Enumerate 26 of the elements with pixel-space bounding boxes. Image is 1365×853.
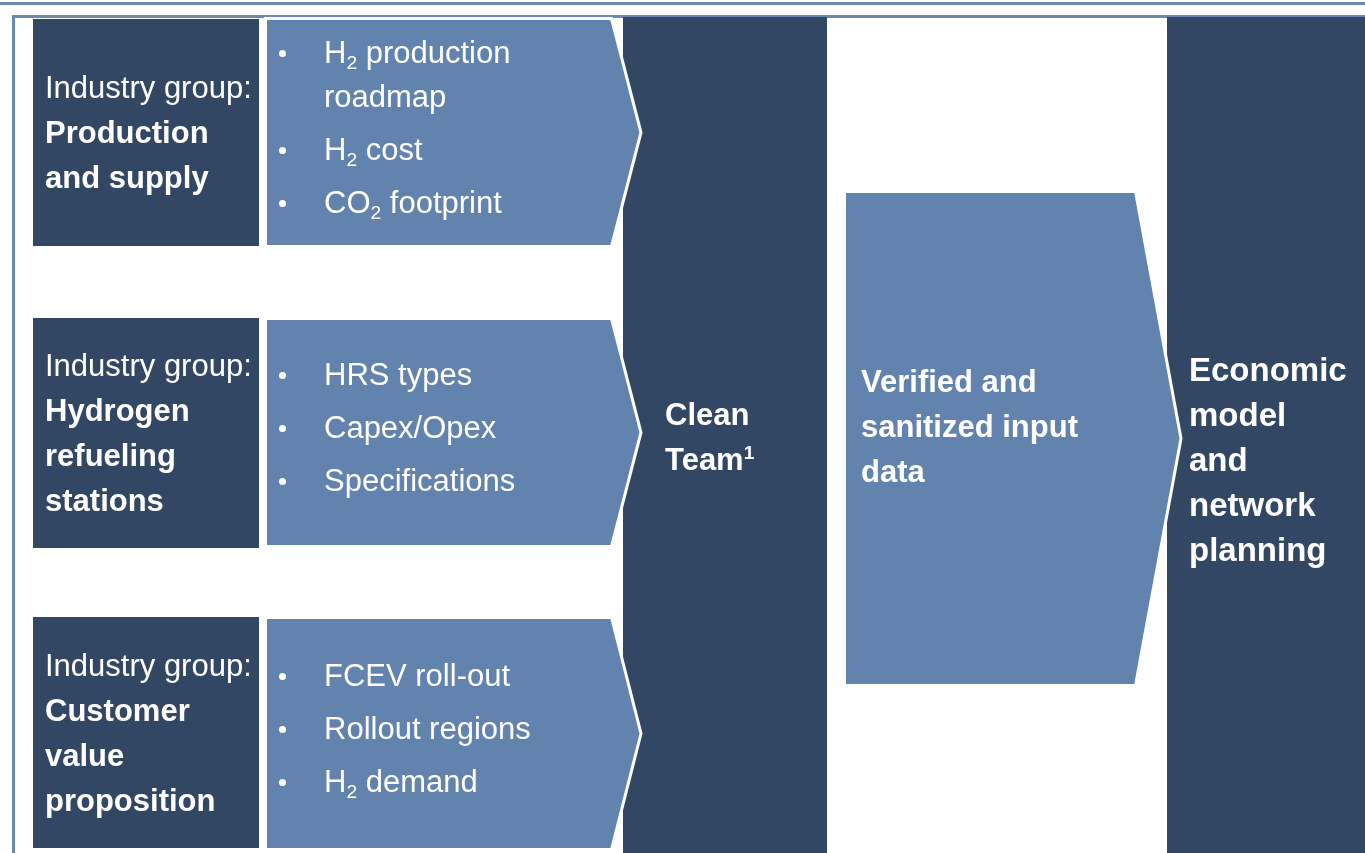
chevron-box bbox=[843, 190, 1183, 687]
group-box bbox=[33, 19, 259, 246]
group-label: Industry group: bbox=[45, 69, 253, 107]
bullet-text: Capex/Opex bbox=[324, 410, 497, 445]
bullet-text: Specifications bbox=[324, 463, 516, 498]
bullet-text: Rollout regions bbox=[324, 711, 531, 746]
bullet-text: H$_{2}$ demand bbox=[324, 764, 478, 799]
group-box bbox=[33, 318, 259, 548]
chevron-box bbox=[264, 616, 643, 851]
column-text: Economic model and network planning bbox=[1189, 350, 1348, 570]
group-label: Industry group: bbox=[45, 646, 253, 685]
group-box bbox=[33, 617, 259, 848]
bullet-text: FCEV roll-out bbox=[324, 658, 511, 693]
column-text: Clean Team$^{1}$ bbox=[665, 396, 756, 479]
column-box bbox=[623, 17, 827, 853]
chevron-box bbox=[264, 317, 643, 548]
bullet-text: HRS types bbox=[324, 357, 473, 392]
bullet-text: CO$_{2}$ footprint bbox=[324, 185, 502, 220]
column-box bbox=[1167, 17, 1365, 853]
group-name: Hydrogen refueling stations bbox=[45, 392, 191, 520]
group-name: Customer value proposition bbox=[45, 691, 217, 820]
group-name: Production and supply bbox=[45, 114, 210, 197]
bullet-text: H$_{2}$ cost bbox=[324, 132, 423, 167]
chevron-box bbox=[264, 17, 643, 248]
chevron-text: Verified and sanitized input data bbox=[861, 363, 1079, 491]
group-label: Industry group: bbox=[45, 347, 253, 385]
